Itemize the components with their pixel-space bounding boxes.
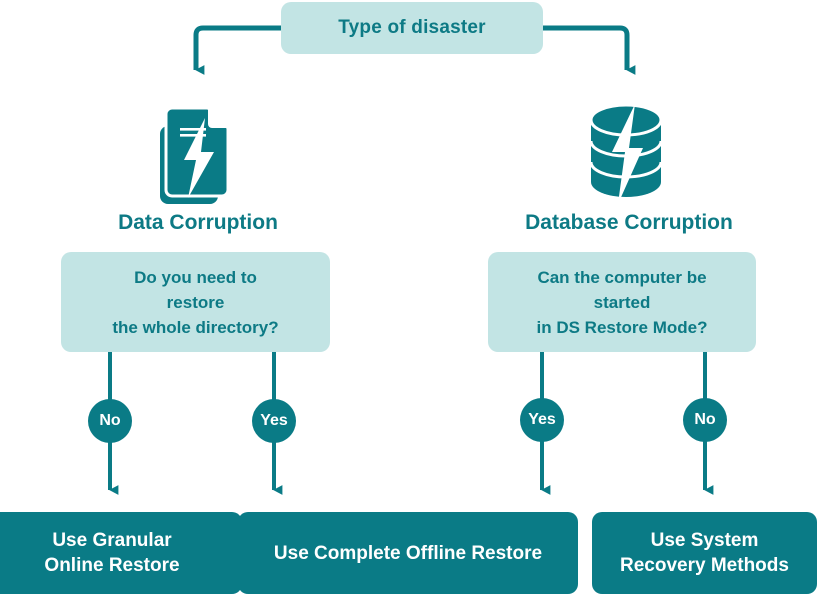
branch-title-data-corruption: Data Corruption (118, 211, 278, 234)
root-node[interactable]: Type of disaster (281, 2, 543, 54)
answer-badge-label: No (694, 411, 716, 428)
question-node-database-corruption[interactable]: Can the computer be started in DS Restor… (488, 252, 756, 352)
result-node-system-recovery-methods[interactable]: Use System Recovery Methods (592, 512, 817, 594)
result-line-1: Use Granular (52, 530, 172, 551)
answer-badge-label: Yes (260, 412, 288, 429)
result-line-1: Use System (650, 530, 759, 551)
database-lightning-icon (585, 103, 667, 204)
question-line-2: restore (166, 292, 225, 312)
answer-badge-label: Yes (528, 411, 556, 428)
result-line-2: Recovery Methods (620, 555, 789, 576)
connector-root-to-right (543, 25, 636, 75)
answer-badge-no-left[interactable]: No (88, 399, 132, 443)
result-line-2: Online Restore (44, 555, 180, 576)
answer-badge-yes-left[interactable]: Yes (252, 399, 296, 443)
answer-badge-label: No (99, 412, 121, 429)
connector-root-to-left (193, 25, 281, 75)
question-line-3: in DS Restore Mode? (536, 317, 708, 337)
result-line-1: Use Complete Offline Restore (273, 542, 543, 564)
question-line-2: started (593, 292, 651, 312)
branch-title-database-corruption: Database Corruption (525, 211, 733, 234)
answer-badge-yes-right[interactable]: Yes (520, 398, 564, 442)
answer-badge-no-right[interactable]: No (683, 398, 727, 442)
root-label: Type of disaster (338, 17, 486, 38)
question-line-3: the whole directory? (112, 317, 279, 337)
result-node-granular-online-restore[interactable]: Use Granular Online Restore (0, 512, 242, 594)
document-lightning-icon (158, 104, 238, 204)
result-node-complete-offline-restore[interactable]: Use Complete Offline Restore (238, 512, 578, 594)
question-node-data-corruption[interactable]: Do you need to restore the whole directo… (61, 252, 330, 352)
question-line-1: Do you need to (134, 267, 257, 287)
question-line-1: Can the computer be (537, 267, 707, 287)
